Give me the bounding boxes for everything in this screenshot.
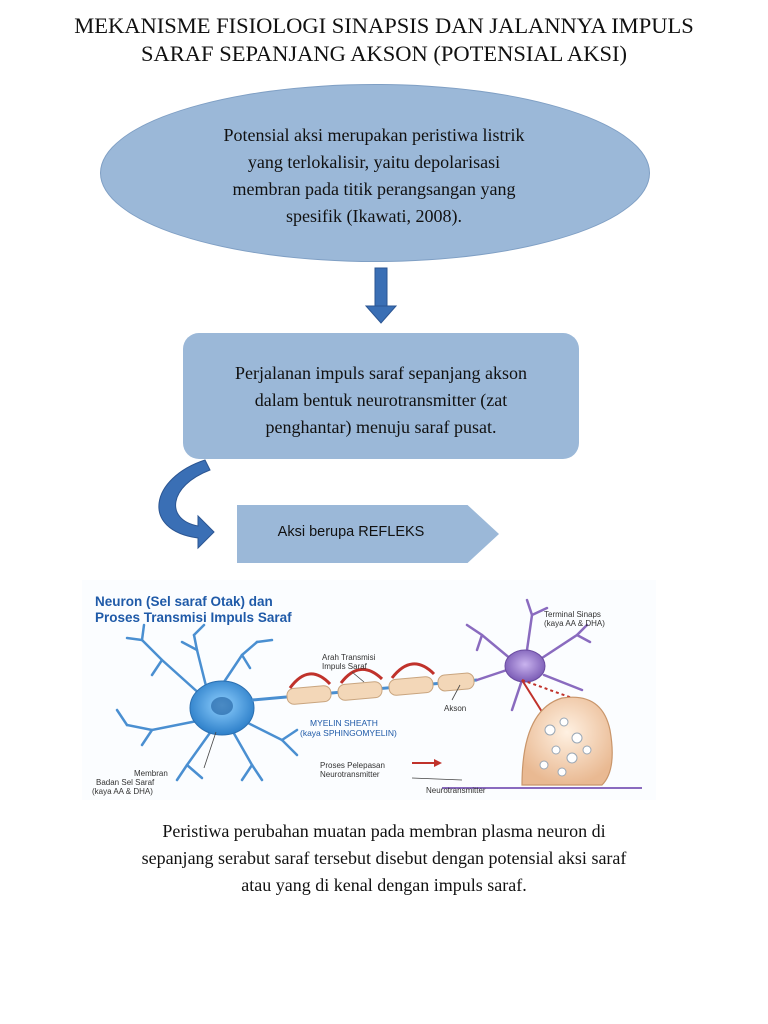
label-arah-2: Impuls Saraf: [322, 662, 368, 671]
diagram-title-line-2: Proses Transmisi Impuls Saraf: [95, 610, 292, 625]
flow-arrows: [158, 267, 398, 550]
caption-line: atau yang di kenal dengan impuls saraf.: [241, 875, 527, 895]
title-line-1: MEKANISME FISIOLOGI SINAPSIS DAN JALANNY…: [74, 13, 694, 38]
purple-dendrites: [465, 598, 592, 712]
process-line: dalam bentuk neurotransmitter (zat: [254, 390, 508, 410]
release-arrow-icon: [434, 759, 442, 767]
definition-ellipse: [100, 84, 650, 262]
caption-line: Peristiwa perubahan muatan pada membran …: [162, 821, 606, 841]
label-membran-2: Badan Sel Saraf: [96, 778, 155, 787]
definition-line: spesifik (Ikawati, 2008).: [286, 206, 462, 226]
caption: Peristiwa perubahan muatan pada membran …: [70, 818, 698, 899]
label-arah-1: Arah Transmisi: [322, 653, 376, 662]
terminal-pointer: [521, 679, 545, 716]
vesicles: [539, 717, 592, 777]
neuron-diagram: Neuron (Sel saraf Otak) dan Proses Trans…: [82, 580, 656, 800]
label-proses-2: Neurotransmitter: [320, 770, 380, 779]
page-title: MEKANISME FISIOLOGI SINAPSIS DAN JALANNY…: [30, 12, 738, 68]
label-proses-1: Proses Pelepasan: [320, 761, 385, 770]
receiving-cell-body: [504, 649, 546, 683]
reflex-chevron: [237, 505, 499, 563]
nucleus: [211, 697, 233, 715]
label-neurotransmitter: Neurotransmitter: [426, 786, 486, 795]
curved-arrow-icon: [158, 459, 215, 550]
definition-text: Potensial aksi merupakan peristiwa listr…: [185, 122, 563, 230]
caption-line: sepanjang serabut saraf tersebut disebut…: [141, 848, 627, 868]
down-arrow-icon: [364, 267, 398, 324]
label-membran-1: Membran: [134, 769, 168, 778]
definition-line: Potensial aksi merupakan peristiwa listr…: [223, 125, 525, 145]
label-myelin-2: (kaya SPHINGOMYELIN): [300, 728, 397, 738]
process-line: penghantar) menuju saraf pusat.: [265, 417, 497, 437]
reflex-label: Aksi berupa REFLEKS: [277, 524, 425, 540]
title-line-2: SARAF SEPANJANG AKSON (POTENSIAL AKSI): [141, 41, 627, 66]
process-line: Perjalanan impuls saraf sepanjang akson: [235, 363, 527, 383]
diagram-title-line-1: Neuron (Sel saraf Otak) dan: [95, 594, 273, 609]
label-terminal-2: (kaya AA & DHA): [544, 619, 605, 628]
impulse-arrows: [288, 662, 436, 689]
definition-line: yang terlokalisir, yaitu depolarisasi: [247, 152, 501, 172]
process-box: [183, 333, 579, 459]
label-akson: Akson: [444, 704, 466, 713]
dendrites: [115, 623, 299, 782]
process-text: Perjalanan impuls saraf sepanjang akson …: [198, 360, 564, 441]
myelin-sheath: [286, 672, 475, 705]
label-terminal-1: Terminal Sinaps: [544, 610, 601, 619]
label-membran-3: (kaya AA & DHA): [92, 787, 153, 796]
definition-line: membran pada titik perangsangan yang: [232, 179, 516, 199]
label-myelin-1: MYELIN SHEATH: [310, 718, 378, 728]
